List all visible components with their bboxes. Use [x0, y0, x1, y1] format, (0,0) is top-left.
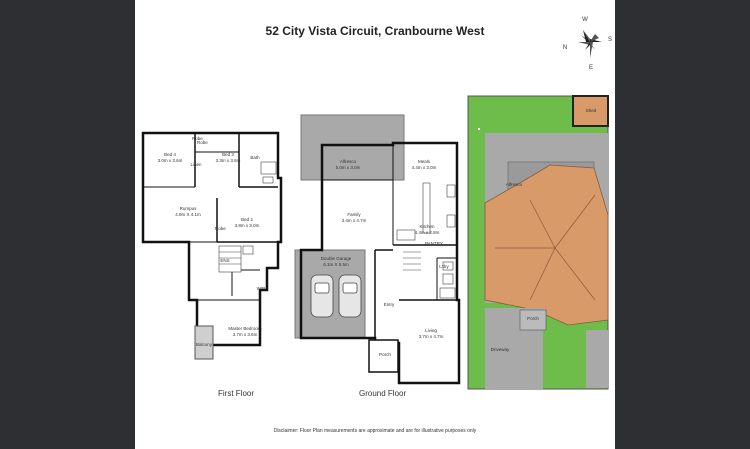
- room-balcony: Balcony: [195, 342, 212, 347]
- site-porch: Porch: [527, 316, 539, 321]
- disclaimer-text: Disclaimer: Floor Plan measurements are …: [273, 428, 477, 434]
- site-shed: Shed: [585, 108, 597, 113]
- balcony-floor: [194, 325, 214, 360]
- first-floor-fixtures: [218, 161, 277, 273]
- room-pantry: PANTRY: [425, 241, 443, 246]
- compass-w: W: [582, 17, 588, 23]
- ground-floor-fixtures: [396, 182, 456, 299]
- room-wir: WIR: [256, 286, 266, 291]
- alfresco-roof: [300, 114, 405, 181]
- site-driveway: Driveway: [490, 347, 510, 352]
- room-robe-a: Robe: [192, 136, 203, 141]
- ground-floor-label: Ground Floor: [359, 389, 407, 398]
- room-robe-b: Robe: [197, 140, 208, 145]
- ground-floor-plan: [299, 141, 461, 385]
- room-entry: Entry: [383, 302, 395, 307]
- compass-e: E: [588, 65, 593, 71]
- room-bath: Bath: [250, 155, 260, 160]
- floor-plan-drawing: [141, 30, 609, 390]
- compass-s: S: [607, 37, 612, 43]
- floor-plan-sheet: 52 City Vista Circuit, Cranbourne West: [135, 0, 615, 449]
- first-floor-plan: [141, 131, 283, 347]
- compass-icon: [578, 30, 602, 58]
- right-margin: [615, 0, 750, 449]
- room-porch: Porch: [379, 352, 391, 357]
- page-title: 52 City Vista Circuit, Cranbourne West: [265, 24, 485, 38]
- compass-n: N: [562, 45, 568, 51]
- left-margin: [0, 0, 135, 449]
- room-robe-c: Robe: [215, 226, 226, 231]
- first-floor-label: First Floor: [218, 389, 254, 398]
- room-laundry: L'dry: [439, 264, 449, 269]
- garage-cars: [310, 274, 362, 318]
- site-alfresco: Alfresco: [505, 182, 523, 187]
- site-plan: [467, 95, 609, 390]
- room-linen: Linen: [190, 162, 202, 167]
- room-ens: ENS: [220, 258, 230, 263]
